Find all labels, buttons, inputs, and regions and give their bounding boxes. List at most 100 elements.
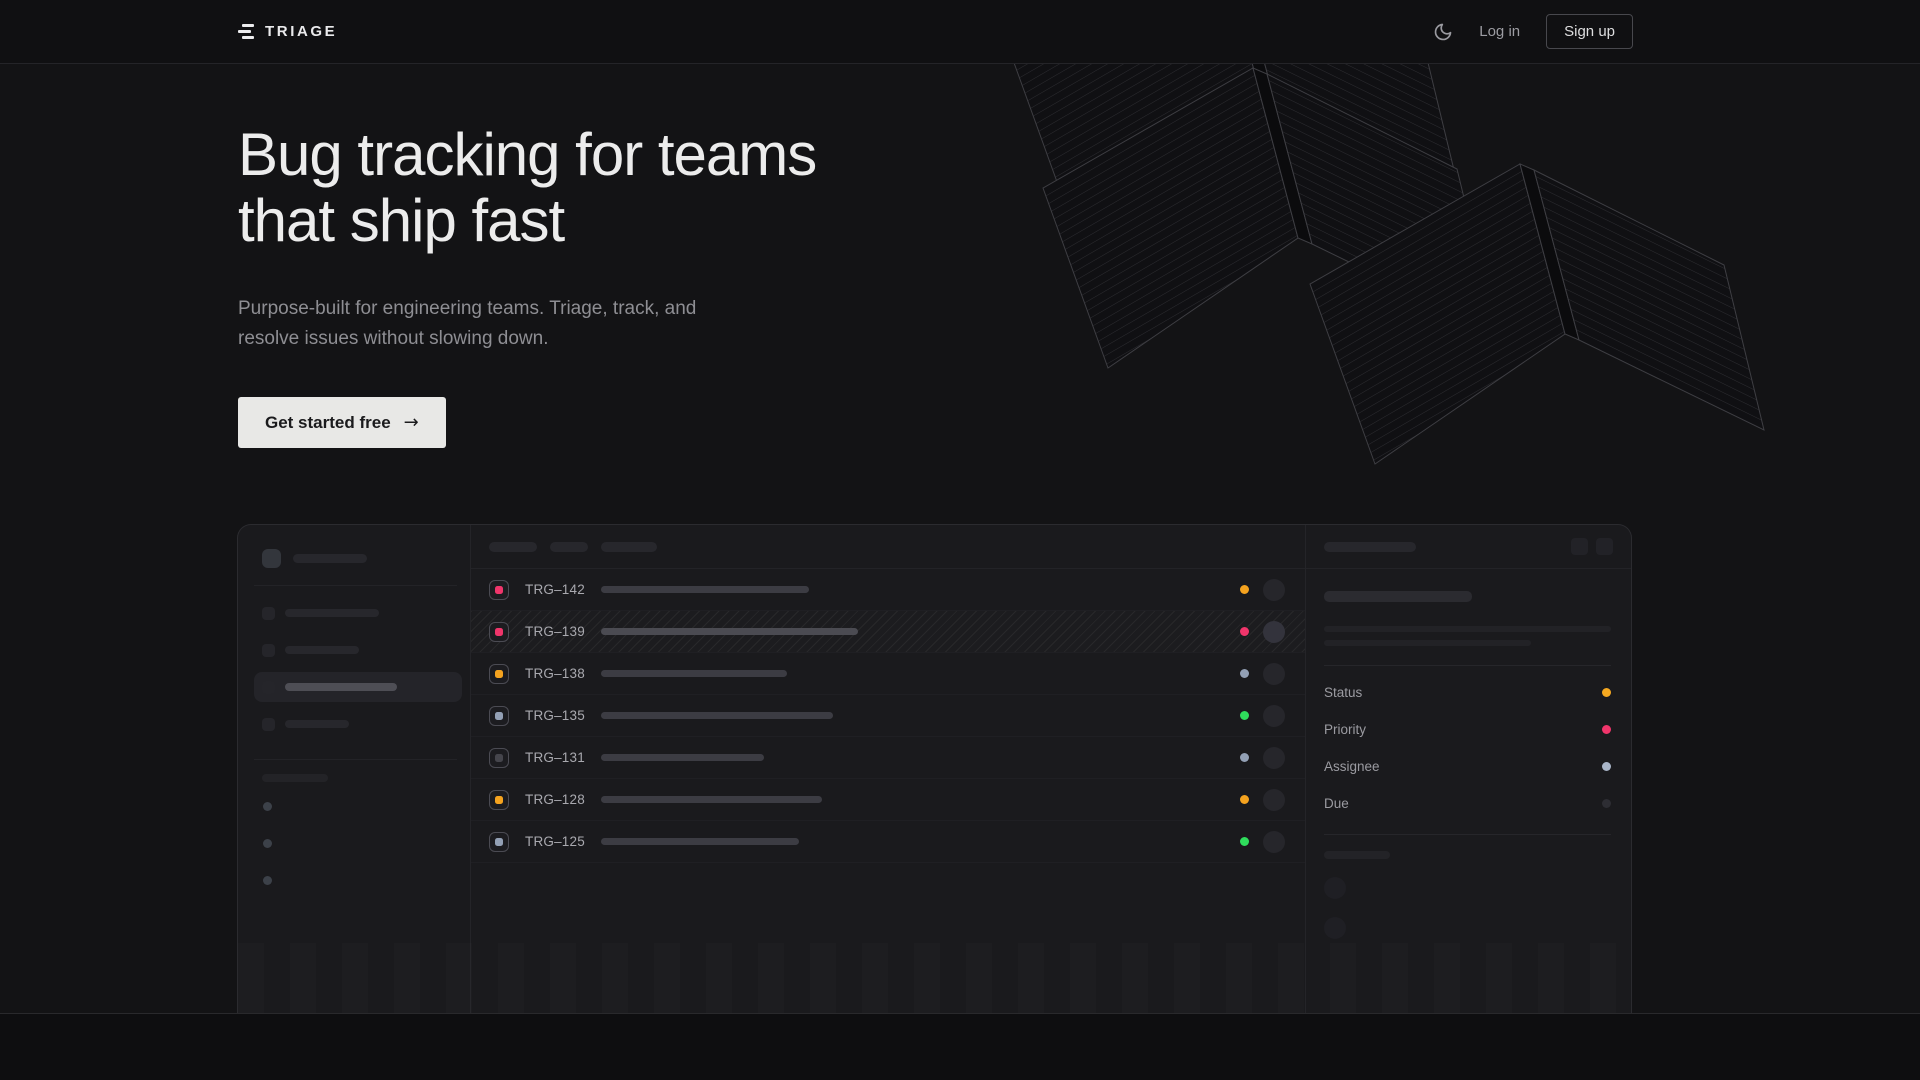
assignee-avatar <box>1263 830 1285 853</box>
detail-properties: Status Priority Assignee Due <box>1324 674 1611 822</box>
skeleton-bar <box>1324 541 1416 552</box>
issue-type-icon <box>489 789 509 810</box>
issue-type-icon <box>489 663 509 684</box>
status-dot <box>1240 837 1249 846</box>
divider <box>1324 834 1611 835</box>
issue-row: TRG–142 <box>471 569 1305 611</box>
wireframe-decoration <box>999 64 1765 465</box>
skeleton-bar <box>293 554 367 563</box>
issue-list-header <box>471 525 1305 569</box>
issue-row: TRG–125 <box>471 821 1305 863</box>
skeleton-bar <box>285 683 397 691</box>
workspace-row <box>262 549 454 568</box>
assignee-avatar <box>1263 746 1285 769</box>
site-header: TRIAGE Log in Sign up <box>0 0 1920 64</box>
hero-title: Bug tracking for teams that ship fast <box>238 121 817 254</box>
nav-icon-placeholder <box>262 717 275 731</box>
issue-id: TRG–128 <box>525 792 585 807</box>
nav-icon-placeholder <box>262 680 275 694</box>
divider <box>254 585 457 586</box>
issue-detail-panel: Status Priority Assignee Due <box>1306 525 1631 1013</box>
arrow-right-icon: → <box>403 412 419 433</box>
issue-title-skeleton <box>601 754 764 761</box>
issue-title-skeleton <box>601 796 822 803</box>
detail-header <box>1306 525 1631 569</box>
property-value-dot <box>1602 799 1611 808</box>
assignee-avatar <box>1263 620 1285 643</box>
issue-row: TRG–128 <box>471 779 1305 821</box>
login-link[interactable]: Log in <box>1479 23 1521 40</box>
property-label: Priority <box>1324 722 1367 737</box>
skeleton-bar <box>285 720 349 728</box>
issue-id: TRG–142 <box>525 582 585 597</box>
skeleton-bar <box>489 541 537 552</box>
issue-title-skeleton <box>601 712 833 719</box>
detail-property-row: Status <box>1324 674 1611 711</box>
assignee-avatar <box>1263 704 1285 727</box>
issue-type-icon <box>489 705 509 726</box>
issue-id: TRG–135 <box>525 708 585 723</box>
sidebar-nav-item <box>254 598 462 628</box>
skeleton-line <box>1324 626 1611 632</box>
skeleton-line <box>1324 640 1531 646</box>
status-dot <box>1240 753 1249 762</box>
assignee-avatar <box>1263 788 1285 811</box>
logo-text: TRIAGE <box>265 23 338 40</box>
detail-property-row: Priority <box>1324 711 1611 748</box>
cta-button[interactable]: Get started free → <box>238 397 446 448</box>
detail-action-placeholder <box>1571 538 1588 555</box>
skeleton-bar <box>550 541 588 552</box>
issue-list: TRG–142 TRG–139 TRG–138 TRG–135 TRG–131 <box>471 569 1305 863</box>
issue-id: TRG–139 <box>525 624 585 639</box>
sidebar-dot-placeholder <box>263 839 272 848</box>
signup-button[interactable]: Sign up <box>1546 14 1633 49</box>
hero-section: Bug tracking for teams that ship fast Pu… <box>0 64 1920 1013</box>
triage-logo-icon <box>238 24 254 39</box>
status-dot <box>1240 669 1249 678</box>
issue-type-icon <box>489 579 509 600</box>
issue-id: TRG–131 <box>525 750 585 765</box>
issue-row: TRG–131 <box>471 737 1305 779</box>
sidebar-dot-placeholder <box>263 802 272 811</box>
property-value-dot <box>1602 762 1611 771</box>
sidebar-nav-item-active <box>254 672 462 702</box>
comment-avatar-placeholder <box>1324 917 1346 939</box>
issue-row: TRG–138 <box>471 653 1305 695</box>
skeleton-bar <box>1324 851 1390 859</box>
detail-property-row: Due <box>1324 785 1611 822</box>
assignee-avatar <box>1263 578 1285 601</box>
sidebar-nav-item <box>254 635 462 665</box>
status-dot <box>1240 795 1249 804</box>
issue-title-skeleton <box>601 586 809 593</box>
skeleton-bar <box>285 609 379 617</box>
issue-title-skeleton <box>601 670 787 677</box>
property-label: Assignee <box>1324 759 1380 774</box>
theme-toggle-button[interactable] <box>1433 22 1453 42</box>
logo: TRIAGE <box>238 23 337 40</box>
issue-title-skeleton <box>601 628 858 635</box>
comment-avatar-placeholder <box>1324 877 1346 899</box>
property-value-dot <box>1602 688 1611 697</box>
status-dot <box>1240 711 1249 720</box>
moon-icon <box>1434 23 1452 40</box>
sidebar-nav-item <box>254 709 462 739</box>
property-label: Due <box>1324 796 1349 811</box>
skeleton-bar <box>262 774 328 782</box>
detail-property-row: Assignee <box>1324 748 1611 785</box>
property-value-dot <box>1602 725 1611 734</box>
issue-row: TRG–135 <box>471 695 1305 737</box>
issue-row: TRG–139 <box>471 611 1305 653</box>
assignee-avatar <box>1263 662 1285 685</box>
issue-id: TRG–125 <box>525 834 585 849</box>
issue-list-panel: TRG–142 TRG–139 TRG–138 TRG–135 TRG–131 <box>471 525 1306 1013</box>
skeleton-bar <box>285 646 359 654</box>
issue-type-icon <box>489 747 509 768</box>
property-label: Status <box>1324 685 1363 700</box>
nav-icon-placeholder <box>262 643 275 657</box>
status-dot <box>1240 627 1249 636</box>
divider <box>1324 665 1611 666</box>
detail-action-placeholder <box>1596 538 1613 555</box>
cta-label: Get started free <box>265 412 391 432</box>
status-dot <box>1240 585 1249 594</box>
